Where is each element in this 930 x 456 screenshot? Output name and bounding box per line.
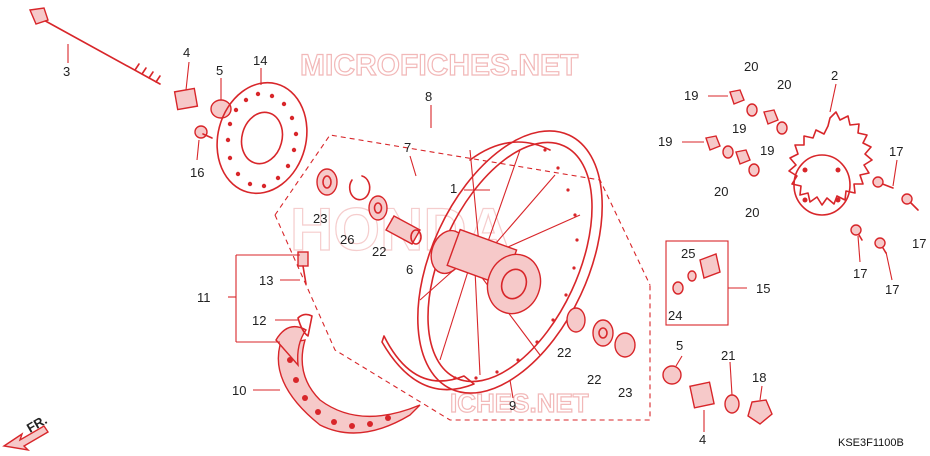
callout-2: 2 [831,68,838,83]
left-bearing-part [316,168,338,196]
left-bearing-inner [322,175,332,189]
callout-11: 11 [197,290,211,305]
axle-nut-18-part [747,399,773,425]
callout-1: 1 [450,181,457,196]
callout-23-a: 23 [313,211,327,226]
tire-part [275,326,421,434]
callout-16: 16 [190,165,204,180]
callout-10: 10 [232,383,246,398]
callout-19-b: 19 [732,121,746,136]
circlip-part [348,175,371,201]
callout-labels: 1 2 3 4 4 5 5 6 7 8 9 10 11 12 13 14 15 … [63,45,926,447]
callout-5-top: 5 [216,63,223,78]
callout-9: 9 [509,398,516,413]
sprocket-bolts [850,176,919,254]
callout-20-c: 20 [714,184,728,199]
callout-12: 12 [252,313,266,328]
right-bearing-1-part [566,307,586,333]
callout-19-d: 19 [760,143,774,158]
sprocket-part [788,111,873,216]
right-bearing-2-inner [598,327,608,339]
callout-5-bottom: 5 [676,338,683,353]
valve-part [297,251,309,285]
callout-24: 24 [668,308,682,323]
callout-20-a: 20 [744,59,758,74]
callout-17-a: 17 [889,144,903,159]
callout-17-d: 17 [885,282,899,297]
collar-part [173,87,199,111]
callout-17-c: 17 [853,266,867,281]
brake-disc-part [216,81,308,195]
tube-part [297,313,313,337]
callout-26: 26 [340,232,354,247]
callout-13: 13 [259,273,273,288]
callout-22-c: 22 [587,372,601,387]
callout-21: 21 [721,348,735,363]
callout-3: 3 [63,64,70,79]
callout-4-bottom: 4 [699,432,706,447]
callout-7: 7 [404,140,411,155]
ring-25-part [687,270,697,282]
callout-14: 14 [253,53,267,68]
axle-part [28,7,161,85]
assembly-guides [274,134,651,421]
callout-22-a: 22 [372,244,386,259]
rim-band-part [381,335,475,391]
disc-bolt-part [194,125,213,139]
callout-8: 8 [425,89,432,104]
callout-box-15 [665,240,729,326]
spacer-5-bottom-part [662,365,682,385]
distance-collar-part [385,215,422,245]
callout-6: 6 [406,262,413,277]
leader-lines [67,44,898,432]
sprocket-nuts [705,89,788,177]
callout-18: 18 [752,370,766,385]
diagram-code: KSE3F1100B [838,437,904,449]
chain-adjuster-part [699,253,721,279]
spacer-part [210,99,232,119]
left-bearing-2-inner [373,202,383,214]
direction-arrow-icon [2,425,49,452]
right-bearing-2-part [592,319,614,347]
left-bearing-2-part [368,195,388,221]
callout-15: 15 [756,281,770,296]
collar-4-bottom-part [689,381,715,409]
callout-19-a: 19 [684,88,698,103]
callout-20-d: 20 [745,205,759,220]
hub-part [430,228,542,315]
callout-20-b: 20 [777,77,791,92]
callout-22-b: 22 [557,345,571,360]
callout-17-b: 17 [912,236,926,251]
washer-21-part [724,394,740,414]
callout-4-top: 4 [183,45,190,60]
watermark-top: MICROFICHES.NET [300,49,578,82]
callout-23-b: 23 [618,385,632,400]
callout-25: 25 [681,246,695,261]
right-seal-part [614,332,636,358]
callout-19-c: 19 [658,134,672,149]
washer-24-part [672,281,684,295]
